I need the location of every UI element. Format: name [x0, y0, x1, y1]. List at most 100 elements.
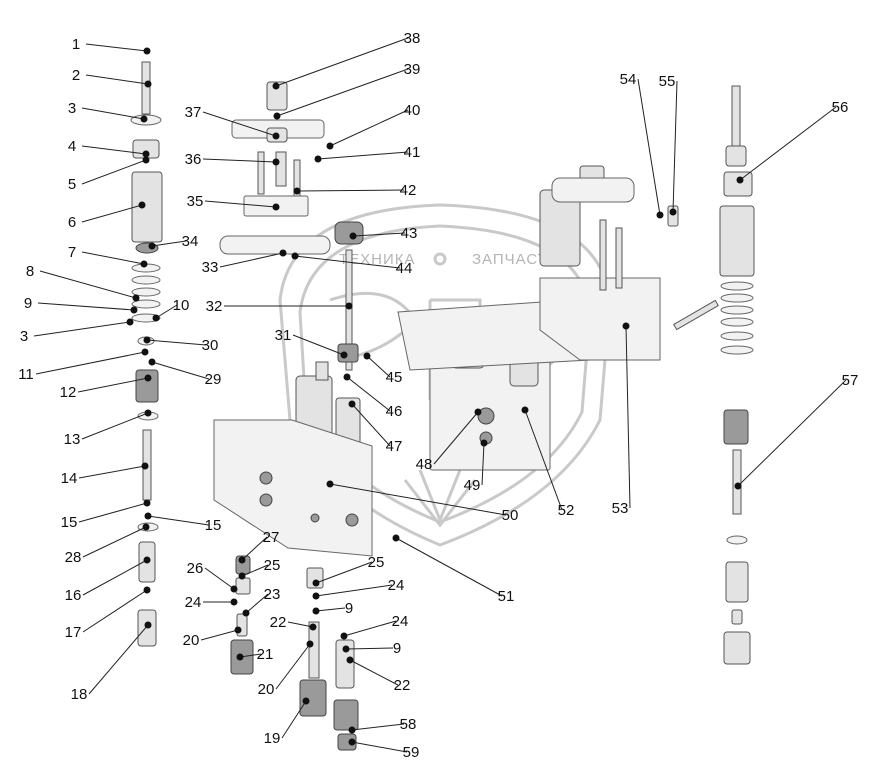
- leader-dot: [144, 374, 152, 382]
- leader-dot: [734, 482, 742, 490]
- leader-dot: [144, 80, 152, 88]
- leader-line: [296, 189, 405, 192]
- leader-dot: [279, 249, 287, 257]
- leader-line: [275, 37, 409, 87]
- callout-number: 27: [263, 529, 280, 546]
- leader-line: [78, 465, 146, 479]
- leader-dot: [140, 260, 148, 268]
- callout-number: 48: [416, 456, 433, 473]
- leader-line: [151, 361, 210, 380]
- leader-dot: [342, 645, 350, 653]
- callout-number: 17: [65, 624, 82, 641]
- leader-dot: [143, 556, 151, 564]
- leader-line: [88, 624, 149, 695]
- callout-number: 46: [386, 403, 403, 420]
- leader-line: [275, 643, 311, 690]
- leader-line: [33, 321, 131, 337]
- leader-dot: [348, 738, 356, 746]
- callout-number: 26: [187, 560, 204, 577]
- leader-dot: [236, 653, 244, 661]
- leader-dot: [345, 302, 353, 310]
- callout-number: 12: [60, 384, 77, 401]
- leader-dot: [126, 318, 134, 326]
- callout-number: 43: [401, 225, 418, 242]
- leader-line: [85, 74, 149, 85]
- leader-line: [329, 109, 409, 147]
- callout-number: 41: [404, 144, 421, 161]
- leader-dot: [238, 572, 246, 580]
- leader-dot: [480, 439, 488, 447]
- leader-dot: [309, 623, 317, 631]
- callout-number: 25: [264, 557, 281, 574]
- leader-line: [345, 647, 394, 650]
- leader-dot: [293, 187, 301, 195]
- callout-number: 55: [659, 73, 676, 90]
- callout-number: 29: [205, 371, 222, 388]
- leader-dot: [736, 176, 744, 184]
- leader-dot: [141, 348, 149, 356]
- leader-line: [737, 379, 847, 487]
- leader-dot: [234, 626, 242, 634]
- callout-number: 53: [612, 500, 629, 517]
- leader-dot: [142, 156, 150, 164]
- leader-line: [352, 232, 406, 237]
- callout-number: 9: [393, 640, 401, 657]
- leader-line: [281, 700, 307, 739]
- callout-number: 25: [368, 554, 385, 571]
- leader-dot: [148, 242, 156, 250]
- center-valve-body: [213, 361, 373, 557]
- leader-line: [329, 483, 507, 516]
- callout-number: 9: [24, 295, 32, 312]
- leader-line: [82, 559, 148, 596]
- leader-dot: [144, 621, 152, 629]
- callout-number: 28: [65, 549, 82, 566]
- leader-dot: [306, 640, 314, 648]
- callout-number: 7: [68, 244, 76, 261]
- callout-number: 34: [182, 233, 199, 250]
- callout-number: 42: [400, 182, 417, 199]
- leader-line: [85, 43, 148, 52]
- leader-line: [366, 355, 391, 378]
- leader-dot: [130, 306, 138, 314]
- callout-number: 31: [275, 327, 292, 344]
- leader-dot: [392, 534, 400, 542]
- callout-number: 50: [502, 507, 519, 524]
- callout-number: 15: [61, 514, 78, 531]
- leader-line: [241, 564, 269, 577]
- leader-dot: [141, 462, 149, 470]
- callout-number: 14: [61, 470, 78, 487]
- leader-line: [81, 145, 147, 155]
- leader-dot: [349, 232, 357, 240]
- leader-dot: [143, 47, 151, 55]
- callout-number: 16: [65, 587, 82, 604]
- leader-line: [202, 158, 277, 163]
- leader-line: [81, 412, 149, 440]
- right-valve-block: [397, 165, 679, 471]
- leader-dot: [622, 322, 630, 330]
- callout-number: 38: [404, 30, 421, 47]
- leader-dot: [152, 314, 160, 322]
- callout-number: 3: [68, 100, 76, 117]
- leader-dot: [340, 632, 348, 640]
- callout-number: 52: [558, 502, 575, 519]
- leader-line: [245, 593, 269, 614]
- callout-number: 39: [404, 61, 421, 78]
- leader-line: [292, 334, 345, 356]
- callout-number: 36: [185, 151, 202, 168]
- leader-line: [351, 741, 408, 753]
- callout-number: 22: [270, 614, 287, 631]
- callout-number: 20: [183, 632, 200, 649]
- leader-dot: [312, 579, 320, 587]
- callout-number: 3: [20, 328, 28, 345]
- leader-dot: [143, 336, 151, 344]
- leader-dot: [348, 400, 356, 408]
- callout-number: 58: [400, 716, 417, 733]
- callout-number: 45: [386, 369, 403, 386]
- leader-line: [81, 159, 147, 185]
- leader-dot: [148, 358, 156, 366]
- leader-line: [81, 107, 145, 120]
- callout-number: 9: [345, 600, 353, 617]
- leader-dot: [242, 609, 250, 617]
